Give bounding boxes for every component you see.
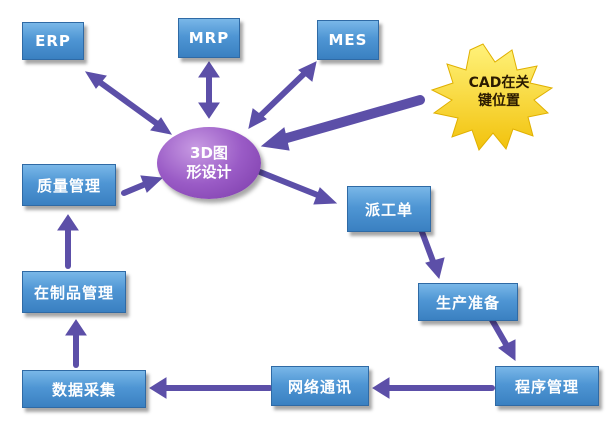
erp-box: ERP (22, 22, 84, 60)
arrow-mes-center (248, 61, 317, 129)
center-label-line1: 3D图 (190, 144, 228, 162)
arrow-program-network (372, 377, 495, 399)
dispatch-box: 派工单 (347, 186, 431, 232)
quality-mgmt-label: 质量管理 (36, 176, 101, 195)
cad-burst-line2: 键位置 (478, 93, 520, 109)
arrow-quality-center (121, 175, 164, 196)
cad-starburst-shape (430, 43, 554, 152)
arrow-wip-quality (57, 214, 79, 269)
dispatch-label: 派工单 (364, 200, 413, 219)
production-prep-label: 生产准备 (435, 293, 500, 312)
mes-label: MES (328, 31, 368, 49)
arrow-collect-wip (65, 319, 87, 368)
arrow-network-collect (149, 377, 273, 399)
arrow-erp-center (84, 71, 173, 135)
arrow-center-dispatch (257, 169, 338, 205)
production-prep-box: 生产准备 (418, 283, 518, 321)
network-comm-box: 网络通讯 (271, 366, 369, 406)
center-label-line2: 形设计 (186, 163, 232, 181)
3d-design-center-node: 3D图 形设计 (157, 127, 261, 199)
mrp-box: MRP (178, 18, 240, 58)
arrow-dispatch-prep (419, 229, 445, 280)
cad-burst-label: CAD在关 键位置 (452, 74, 546, 110)
arrow-mrp-center (198, 61, 220, 119)
program-mgmt-box: 程序管理 (495, 366, 599, 406)
cad-burst-line1: CAD在关 (468, 75, 530, 91)
connector-arrows (57, 61, 516, 399)
wip-mgmt-box: 在制品管理 (22, 271, 126, 313)
erp-label: ERP (35, 32, 71, 50)
program-mgmt-label: 程序管理 (514, 377, 579, 396)
mrp-label: MRP (188, 29, 230, 47)
arrow-prep-program (489, 317, 516, 361)
arrow-cad-center (260, 95, 425, 151)
wip-mgmt-label: 在制品管理 (33, 283, 114, 302)
quality-mgmt-box: 质量管理 (22, 164, 116, 206)
data-collect-label: 数据采集 (51, 380, 116, 399)
data-collect-box: 数据采集 (22, 370, 146, 408)
mes-box: MES (317, 20, 379, 60)
network-comm-label: 网络通讯 (287, 377, 352, 396)
